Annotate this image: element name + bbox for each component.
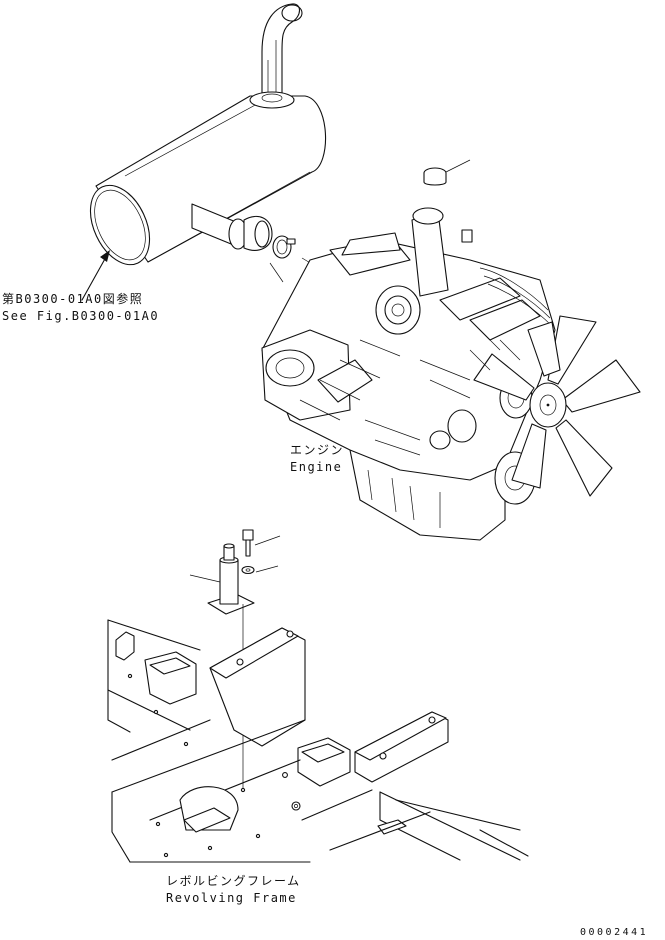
- muffler-reference-jp: 第B0300-01A0図参照: [2, 292, 144, 306]
- revolving-frame: [108, 620, 528, 862]
- engine-label-jp: エンジン: [290, 443, 345, 457]
- muffler: [79, 4, 326, 282]
- drawing-number: 00002441: [580, 927, 649, 938]
- frame-label-en: Revolving Frame: [166, 891, 297, 905]
- reference-arrow: [82, 250, 110, 300]
- frame-label-jp: レボルビングフレーム: [166, 874, 301, 888]
- engine-label-en: Engine: [290, 460, 343, 474]
- bolt-washer-bracket: [190, 530, 280, 790]
- engine: [262, 208, 640, 540]
- filler-cap: [424, 160, 470, 185]
- muffler-reference-en: See Fig.B0300-01A0: [2, 309, 160, 323]
